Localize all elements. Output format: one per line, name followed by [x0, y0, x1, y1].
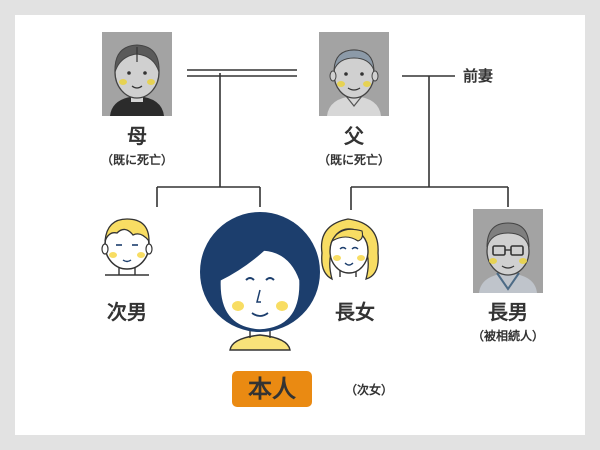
self-relation-note: （次女）: [345, 383, 393, 397]
eldest-son-label: 長男: [488, 301, 528, 323]
father-status: （既に死亡）: [318, 153, 390, 167]
mother-status: （既に死亡）: [101, 153, 173, 167]
eldest-son-portrait: [473, 209, 543, 293]
eldest-son-status: （被相続人）: [472, 329, 544, 343]
father-label: 父: [344, 125, 364, 147]
former-wife-label: 前妻: [463, 67, 493, 85]
family-tree-card: 母 （既に死亡） 父 （既に死亡） 前妻 次男 長女 長男 （被相続人） 本人 …: [15, 15, 585, 435]
self-name-badge: 本人: [232, 371, 312, 407]
second-son-portrait: [102, 219, 152, 275]
eldest-daughter-label: 長女: [335, 301, 375, 323]
father-portrait: [319, 32, 389, 116]
second-son-label: 次男: [107, 301, 147, 323]
mother-label: 母: [127, 125, 147, 147]
eldest-daughter-portrait: [322, 219, 379, 279]
self-portrait: [200, 212, 320, 350]
mother-portrait: [102, 32, 172, 116]
